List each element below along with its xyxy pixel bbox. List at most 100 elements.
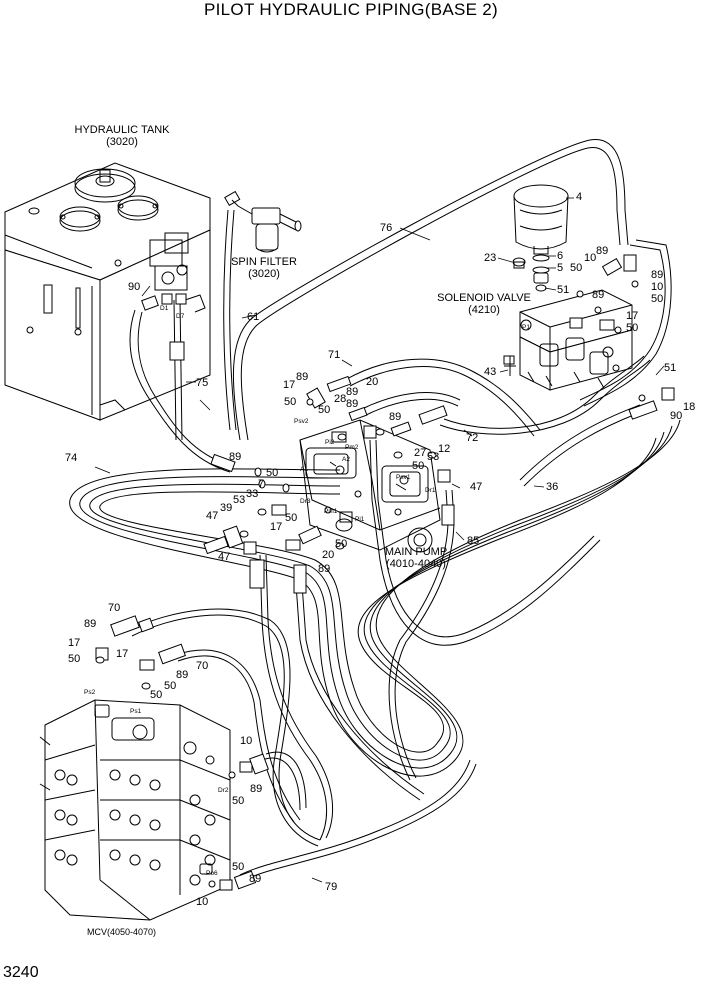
- part-number: 12: [438, 443, 451, 455]
- part-number: 89: [250, 783, 263, 795]
- part-number: 39: [220, 502, 233, 514]
- part-number: 89: [296, 371, 309, 383]
- port-label: Ps2: [84, 689, 96, 696]
- part-number: 5: [557, 262, 564, 274]
- part-number: 90: [670, 410, 683, 422]
- hose-bundle: [69, 419, 681, 777]
- part-number: 50: [232, 795, 245, 807]
- part-number: 50: [318, 404, 331, 416]
- part-number: 89: [249, 873, 262, 885]
- part-number: 75: [196, 377, 209, 389]
- solenoid-valve-name: SOLENOID VALVE: [437, 292, 531, 304]
- main-pump-code: (4010-4040): [386, 558, 446, 570]
- part-number: 89: [389, 411, 402, 423]
- part-number: 50: [150, 689, 163, 701]
- part-number: 50: [266, 467, 279, 479]
- port-label: Po6: [206, 870, 218, 877]
- part-number: 70: [108, 602, 121, 614]
- hydraulic-tank-name: HYDRAULIC TANK: [74, 124, 170, 136]
- part-number: 50: [626, 322, 639, 334]
- part-number: 51: [664, 362, 677, 374]
- part-number: 90: [128, 281, 141, 293]
- port-label: A1: [300, 466, 308, 473]
- solenoid-valve-code: (4210): [468, 304, 500, 316]
- part-number: 36: [546, 481, 559, 493]
- part-number: 10: [240, 735, 253, 747]
- part-number: 17: [270, 521, 283, 533]
- part-number: 50: [284, 396, 297, 408]
- spin-filter-drawing: [224, 190, 302, 253]
- part-number: 47: [218, 551, 231, 563]
- main-pump-name: MAIN PUMP: [384, 546, 448, 558]
- part-number: 10: [584, 252, 597, 264]
- part-number: 50: [68, 653, 81, 665]
- port-label: Ps1: [130, 708, 142, 715]
- part-number: 72: [466, 432, 479, 444]
- accumulator-drawing: [512, 184, 569, 284]
- part-number: 51: [557, 284, 570, 296]
- main-pump-label: MAIN PUMP (4010-4040): [385, 546, 447, 570]
- part-number: 89: [84, 618, 97, 630]
- part-number: 50: [651, 293, 664, 305]
- part-number: 70: [196, 660, 209, 672]
- part-number: 6: [557, 250, 564, 262]
- part-number: 10: [196, 896, 209, 908]
- port-label: D1: [160, 305, 169, 312]
- part-number: 89: [176, 669, 189, 681]
- port-label: Pi1: [355, 516, 365, 523]
- port-label: A2: [342, 456, 350, 463]
- part-number: 10: [651, 281, 664, 293]
- part-number: 17: [68, 637, 81, 649]
- part-number: 79: [325, 881, 338, 893]
- port-label: Pm2: [345, 444, 359, 451]
- part-number: 53: [233, 494, 246, 506]
- part-number: 50: [285, 512, 298, 524]
- hydraulic-tank-drawing: [4, 162, 211, 421]
- part-number: 7: [258, 478, 265, 490]
- mcv-label: MCV(4050-4070): [87, 927, 157, 937]
- part-number: 47: [470, 481, 483, 493]
- hydraulic-tank-code: (3020): [106, 136, 138, 148]
- main-pump-drawing: [299, 419, 441, 553]
- part-number: 89: [229, 451, 242, 463]
- part-number: 89: [592, 289, 605, 301]
- solenoid-valve-label: SOLENOID VALVE (4210): [437, 292, 531, 316]
- part-number: 85: [467, 535, 480, 547]
- part-number: 33: [246, 488, 259, 500]
- part-number: 18: [683, 401, 696, 413]
- page-title: PILOT HYDRAULIC PIPING(BASE 2): [204, 0, 498, 19]
- part-number: 47: [206, 510, 219, 522]
- part-number: 53: [427, 451, 440, 463]
- part-number: 27: [414, 447, 427, 459]
- part-number: 43: [484, 366, 497, 378]
- mcv-drawing: [39, 699, 231, 921]
- spin-filter-code: (3020): [248, 268, 280, 280]
- part-number: 89: [346, 398, 359, 410]
- part-number: 89: [596, 245, 609, 257]
- part-number: 50: [232, 861, 245, 873]
- leader-lines: [94, 197, 665, 883]
- part-number: 89: [651, 269, 664, 281]
- part-number: 50: [335, 538, 348, 550]
- part-number: 4: [576, 191, 583, 203]
- port-label: Psv2: [294, 418, 309, 425]
- part-number: 71: [328, 349, 341, 361]
- port-label: Dr3: [300, 498, 311, 505]
- part-number: 17: [116, 648, 129, 660]
- port-label: Dr2: [218, 787, 229, 794]
- part-number: 50: [412, 460, 425, 472]
- port-label: P1: [522, 324, 530, 331]
- port-label: Dr1: [425, 487, 436, 494]
- part-number: 89: [318, 563, 331, 575]
- page-number: 3240: [3, 964, 39, 981]
- o-rings: [95, 280, 646, 888]
- part-number: 61: [247, 311, 260, 323]
- port-label: Pi2: [325, 439, 335, 446]
- hydraulic-tank-label: HYDRAULIC TANK (3020): [75, 124, 170, 148]
- spin-filter-label: SPIN FILTER (3020): [231, 256, 297, 280]
- part-number: 20: [322, 549, 335, 561]
- part-number: 20: [366, 376, 379, 388]
- part-number: 28: [334, 393, 347, 405]
- part-number: 74: [65, 452, 78, 464]
